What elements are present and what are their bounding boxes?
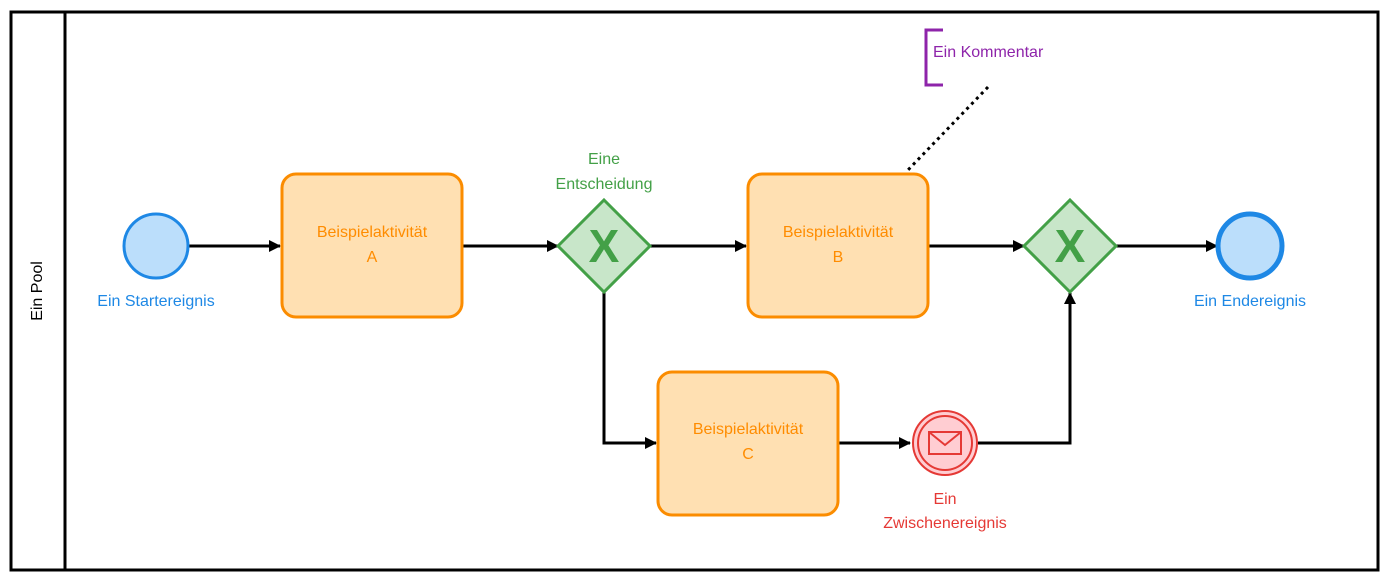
task-c-box [656, 370, 840, 517]
annotation-bracket [924, 28, 943, 87]
start-event[interactable]: Ein Startereignis [97, 212, 215, 310]
gateway-split-label-line2: Entscheidung [556, 176, 653, 193]
gateway-join-diamond [1021, 197, 1119, 295]
start-event-label: Ein Startereignis [97, 293, 214, 310]
text-annotation[interactable]: Ein Kommentar [924, 28, 1044, 87]
task-c-label-line2: C [742, 446, 754, 463]
pool-label: Ein Pool [29, 261, 46, 321]
end-event-circle [1215, 211, 1285, 281]
task-a-label-line1: Beispielaktivität [317, 224, 428, 241]
intermediate-event-label-line2: Zwischenereignis [883, 515, 1007, 532]
end-event[interactable]: Ein Endereignis [1194, 211, 1306, 310]
annotation-association[interactable] [906, 85, 990, 172]
intermediate-event-label-line1: Ein [933, 491, 956, 508]
task-b-label-line1: Beispielaktivität [783, 224, 894, 241]
gateway-split-x-icon: X [589, 220, 620, 272]
task-c[interactable]: Beispielaktivität C [656, 370, 840, 517]
envelope-icon [928, 431, 962, 455]
annotation-text: Ein Kommentar [933, 44, 1044, 61]
end-event-label: Ein Endereignis [1194, 293, 1306, 310]
flow-intermediate-to-join[interactable] [978, 292, 1076, 445]
intermediate-event[interactable]: Ein Zwischenereignis [883, 410, 1007, 532]
intermediate-event-inner [917, 415, 973, 471]
gateway-split[interactable]: X Eine Entscheidung [555, 151, 653, 295]
gateway-split-diamond [555, 197, 653, 295]
task-b-box [746, 172, 930, 319]
gateway-join-x-icon: X [1055, 220, 1086, 272]
task-b[interactable]: Beispielaktivität B [746, 172, 930, 319]
flow-split-to-task-c[interactable] [602, 292, 657, 449]
task-c-label-line1: Beispielaktivität [693, 421, 804, 438]
task-a-box [280, 172, 464, 319]
start-event-circle [122, 212, 190, 280]
task-a[interactable]: Beispielaktivität A [280, 172, 464, 319]
gateway-split-label-line1: Eine [588, 151, 620, 168]
gateway-join[interactable]: X [1021, 197, 1119, 295]
task-a-label-line2: A [367, 249, 378, 266]
task-b-label-line2: B [833, 249, 844, 266]
sequence-flows [188, 240, 1218, 449]
